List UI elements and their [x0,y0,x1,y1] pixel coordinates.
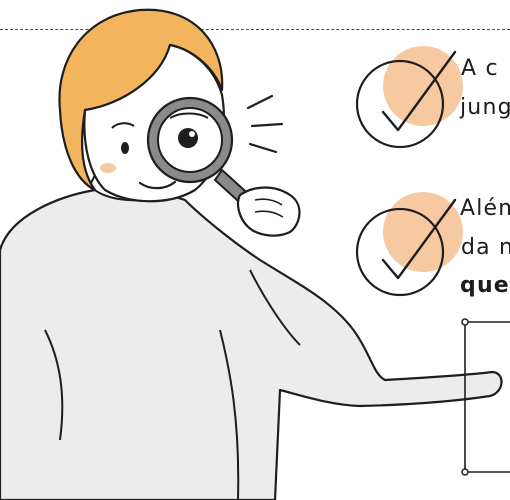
item-2-line-1: Além [460,196,510,221]
woman-eye [121,142,129,154]
item-1-line-2: jung [460,95,510,120]
item-1-line-1: A c [461,56,499,81]
sparkle-lines-icon [246,94,284,154]
check-circle-icon [355,46,463,149]
check-circle-icon [355,192,463,297]
magnified-brow [169,112,209,119]
finger-line [254,210,284,218]
sweater-fold [44,329,64,441]
woman-blush [100,163,116,173]
item-2-line-2: da n [461,235,510,260]
sweater-fold [249,269,301,346]
magnified-eye [178,128,198,148]
sweater-fold [219,329,240,500]
woman-eyebrow [111,122,135,129]
dashed-divider [0,29,510,30]
eye-highlight [189,131,195,137]
frame-box [461,318,510,476]
finger-line [254,198,283,206]
item-2-bold-line: que [460,273,510,298]
woman-smile [138,180,177,190]
